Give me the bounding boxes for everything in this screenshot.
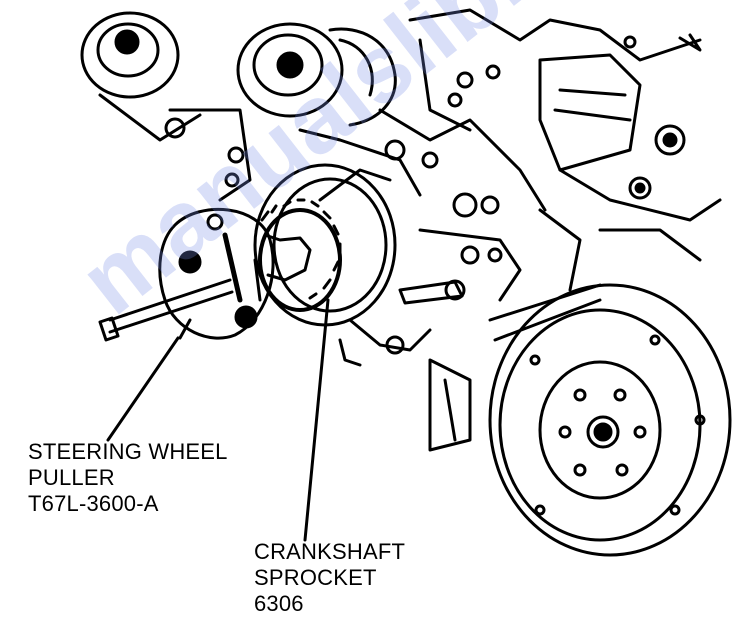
sprocket-label-line-2: SPROCKET bbox=[254, 565, 377, 590]
puller-label-line-2: PULLER bbox=[28, 465, 115, 490]
engine-block bbox=[298, 8, 722, 452]
sprocket-label-line-1: CRANKSHAFT bbox=[254, 539, 406, 564]
steering-wheel-puller-drawing bbox=[98, 207, 275, 342]
puller-label-line-3: T67L-3600-A bbox=[28, 491, 159, 516]
crank-pulley-drawing bbox=[488, 283, 732, 557]
crankshaft-sprocket-drawing bbox=[253, 163, 397, 327]
crankshaft-sprocket-label: CRANKSHAFT SPROCKET 6306 bbox=[254, 539, 405, 617]
sprocket-label-line-3: 6306 bbox=[254, 591, 304, 616]
upper-pulleys bbox=[80, 11, 397, 202]
steering-wheel-puller-label: STEERING WHEEL PULLER T67L-3600-A bbox=[28, 439, 228, 517]
puller-label-line-1: STEERING WHEEL bbox=[28, 439, 228, 464]
leader-lines bbox=[106, 298, 330, 542]
